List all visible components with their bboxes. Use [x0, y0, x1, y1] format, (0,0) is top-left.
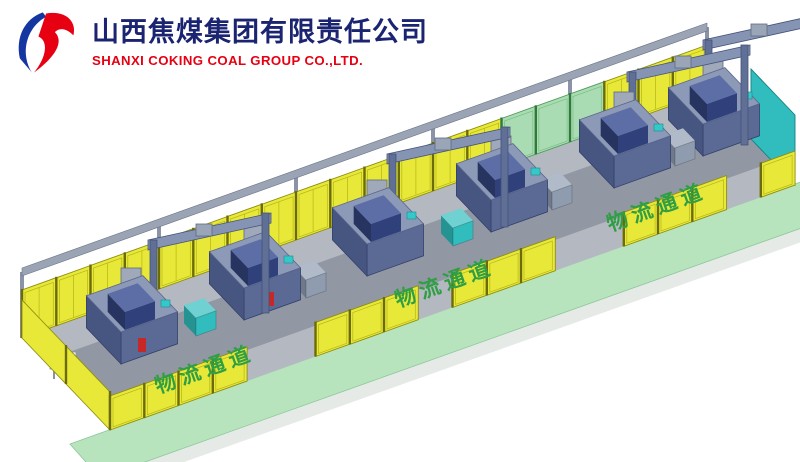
red-device	[266, 292, 274, 306]
company-logo-icon	[18, 12, 75, 73]
logo-blue-shape	[18, 12, 47, 73]
brand-text: 山西焦煤集团有限责任公司 SHANXI COKING COAL GROUP CO…	[92, 8, 428, 68]
brand-header: 山西焦煤集团有限责任公司 SHANXI COKING COAL GROUP CO…	[10, 8, 428, 78]
monorail-beam	[21, 22, 708, 277]
logo-red-shape	[34, 12, 75, 73]
company-name-zh: 山西焦煤集团有限责任公司	[92, 17, 428, 47]
red-device	[138, 338, 146, 352]
company-name-en: SHANXI COKING COAL GROUP CO.,LTD.	[92, 52, 364, 68]
